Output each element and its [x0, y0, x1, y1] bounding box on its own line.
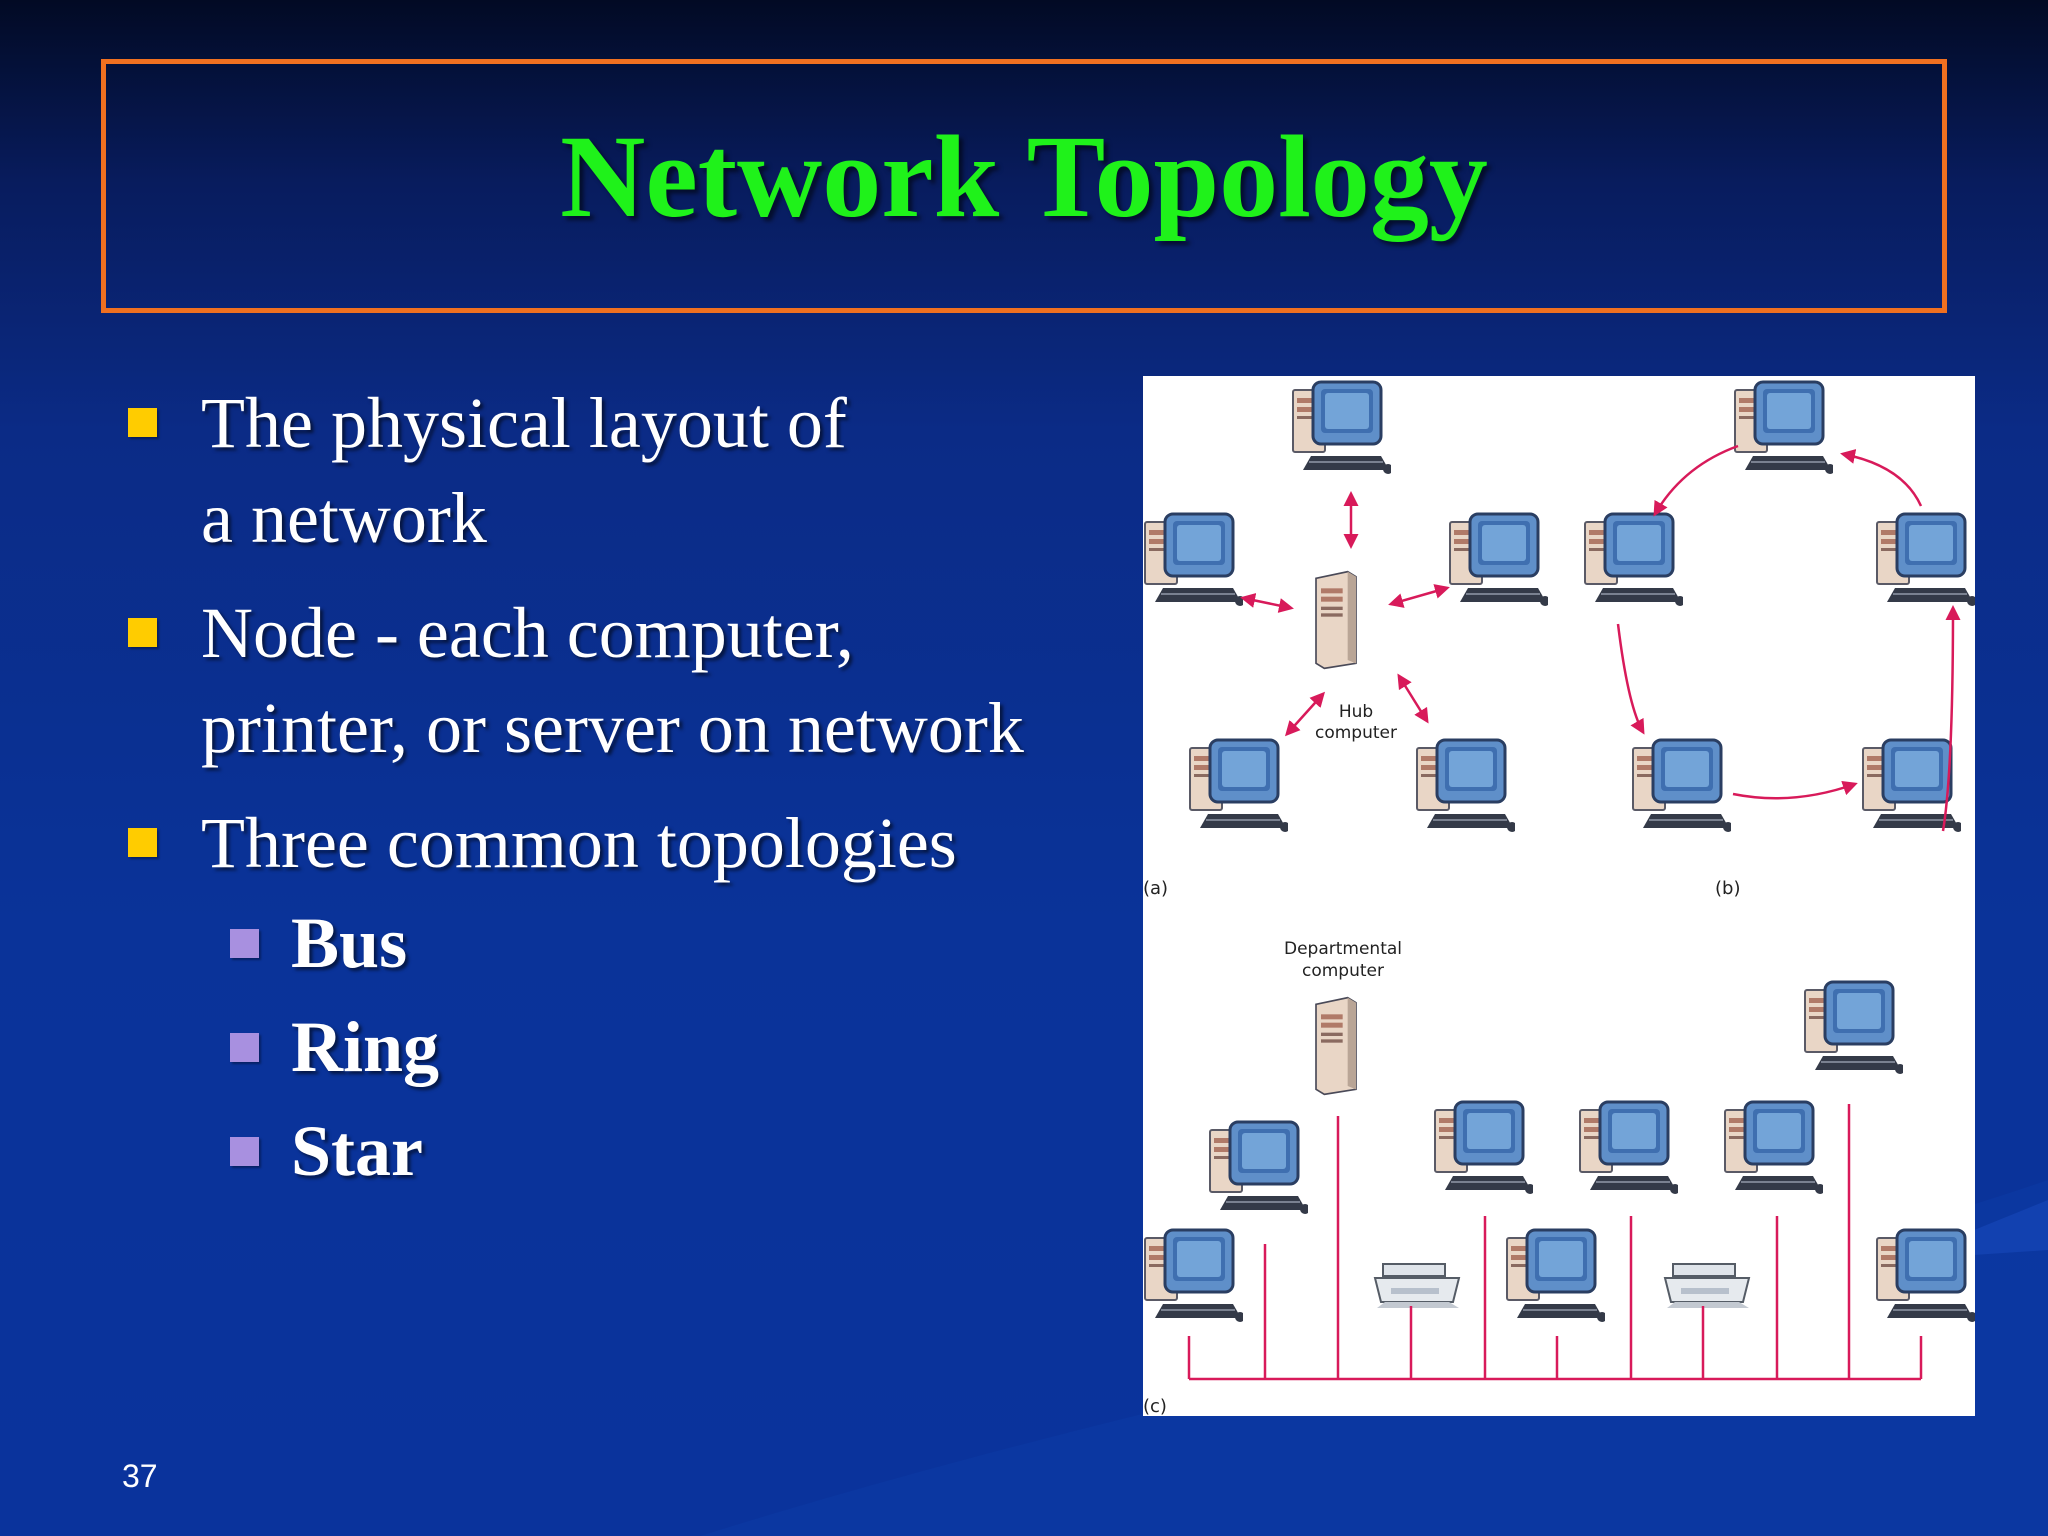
- computer-icon: [1875, 1228, 1975, 1324]
- bullet-item: The physical layout of a network: [120, 376, 1120, 566]
- computer-icon: [1631, 738, 1731, 834]
- topology-figure: Hub computer (a) (b) Departmental comput…: [1143, 376, 1975, 1416]
- computer-icon: [1291, 380, 1391, 476]
- slide-number: 37: [122, 1458, 158, 1494]
- departmental-label: Departmental: [1284, 939, 1402, 959]
- title-frame: [101, 59, 1947, 313]
- sub-bullet-item: Bus: [120, 891, 1120, 995]
- computer-icon: [1143, 512, 1243, 608]
- departmental-label: computer: [1302, 961, 1384, 981]
- computer-icon: [1803, 980, 1903, 1076]
- bullet-list: The physical layout of a network Node - …: [120, 376, 1120, 1203]
- hub-label: Hub: [1339, 702, 1373, 722]
- computer-icon: [1415, 738, 1515, 834]
- bullet-item: Node - each computer, printer, or server…: [120, 586, 1120, 776]
- hub-label: computer: [1315, 723, 1397, 743]
- bullet-text-line: printer, or server on network: [201, 688, 1024, 768]
- printer-icon: [1664, 1263, 1750, 1309]
- sub-bullet-item: Ring: [120, 995, 1120, 1099]
- computer-icon: [1433, 1100, 1533, 1196]
- bullet-square-icon: [128, 828, 157, 857]
- computer-icon: [1875, 512, 1975, 608]
- printer-icon: [1374, 1263, 1460, 1309]
- panel-label-b: (b): [1715, 878, 1740, 899]
- panel-label-c: (c): [1143, 1396, 1167, 1416]
- computer-icon: [1208, 1120, 1308, 1216]
- sub-bullet-square-icon: [230, 1137, 259, 1166]
- sub-bullet-text: Ring: [291, 1007, 440, 1087]
- bullet-square-icon: [128, 618, 157, 647]
- sub-bullet-square-icon: [230, 1033, 259, 1062]
- slide-title: Network Topology: [560, 111, 1488, 242]
- topology-diagram: Hub computer (a) (b) Departmental comput…: [1143, 380, 1975, 1416]
- computer-icon: [1448, 512, 1548, 608]
- computer-icon: [1188, 738, 1288, 834]
- bullet-text-line: The physical layout of: [201, 383, 847, 463]
- hub-computer-icon: [1315, 570, 1357, 670]
- computer-icon: [1733, 380, 1833, 476]
- bullet-text-line: a network: [201, 478, 487, 558]
- panel-label-a: (a): [1143, 878, 1168, 899]
- computer-icon: [1505, 1228, 1605, 1324]
- bullet-text-line: Three common topologies: [201, 803, 957, 883]
- computer-icon: [1578, 1100, 1678, 1196]
- sub-bullet-text: Star: [291, 1111, 423, 1191]
- departmental-computer-icon: [1315, 996, 1357, 1096]
- bullet-item: Three common topologies: [120, 796, 1120, 891]
- sub-bullet-item: Star: [120, 1099, 1120, 1203]
- computer-icon: [1583, 512, 1683, 608]
- sub-bullet-text: Bus: [291, 903, 408, 983]
- computer-icon: [1723, 1100, 1823, 1196]
- bullet-square-icon: [128, 408, 157, 437]
- bullet-text-line: Node - each computer,: [201, 593, 854, 673]
- sub-bullet-square-icon: [230, 929, 259, 958]
- computer-icon: [1143, 1228, 1243, 1324]
